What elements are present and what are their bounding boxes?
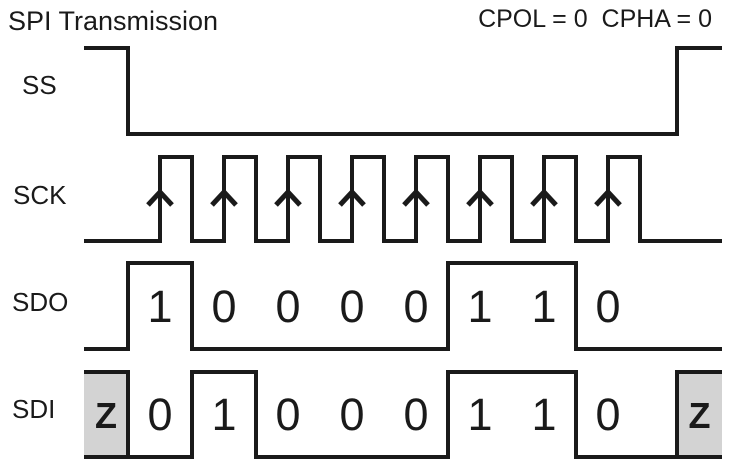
sck-waveform xyxy=(84,155,722,243)
sck-rising-edge-arrow-icon xyxy=(594,188,622,207)
signal-label-sdo: SDO xyxy=(12,287,68,317)
sdi-tristate-region xyxy=(679,374,722,455)
sdi-tristate-label: Z xyxy=(689,395,711,436)
ss-waveform xyxy=(84,46,722,136)
sck-rising-edge-arrow-icon xyxy=(146,188,174,207)
sdi-bit-value: 0 xyxy=(403,389,428,440)
sck-rising-edge-arrow-icon xyxy=(210,188,238,207)
mode-settings-label: CPOL = 0 CPHA = 0 xyxy=(478,5,712,33)
sdi-tristate-label: Z xyxy=(95,395,117,436)
sck-rising-edge-arrow-icon xyxy=(530,188,558,207)
sdi-bit-value: 1 xyxy=(531,389,556,440)
sdi-bit-value: 0 xyxy=(339,389,364,440)
sck-rising-edge-arrow-icon xyxy=(274,188,302,207)
sdo-bit-value: 1 xyxy=(531,281,556,332)
diagram-title: SPI Transmission xyxy=(8,6,218,36)
sdi-bit-value: 0 xyxy=(595,389,620,440)
sdo-bit-value: 0 xyxy=(403,281,428,332)
sdo-bit-value: 0 xyxy=(595,281,620,332)
sdi-waveform xyxy=(128,370,677,459)
sdi-bit-value: 0 xyxy=(147,389,172,440)
sdo-waveform xyxy=(84,261,722,351)
sdo-bit-value: 0 xyxy=(339,281,364,332)
sdo-bit-value: 1 xyxy=(467,281,492,332)
signal-label-sck: SCK xyxy=(13,180,67,210)
sdo-bit-value: 1 xyxy=(147,281,172,332)
sck-rising-edge-arrow-icon xyxy=(466,188,494,207)
signal-label-sdi: SDI xyxy=(12,394,55,424)
sdi-bit-value: 1 xyxy=(211,389,236,440)
sck-rising-edge-arrow-icon xyxy=(402,188,430,207)
sdi-bit-value: 1 xyxy=(467,389,492,440)
sdo-bit-value: 0 xyxy=(211,281,236,332)
sdi-tristate-region xyxy=(84,374,126,455)
signal-label-ss: SS xyxy=(22,70,57,100)
sdo-bit-value: 0 xyxy=(275,281,300,332)
sdi-tristate-border xyxy=(84,370,130,459)
sdi-tristate-border xyxy=(675,370,722,459)
sdi-bit-value: 0 xyxy=(275,389,300,440)
sck-rising-edge-arrow-icon xyxy=(338,188,366,207)
